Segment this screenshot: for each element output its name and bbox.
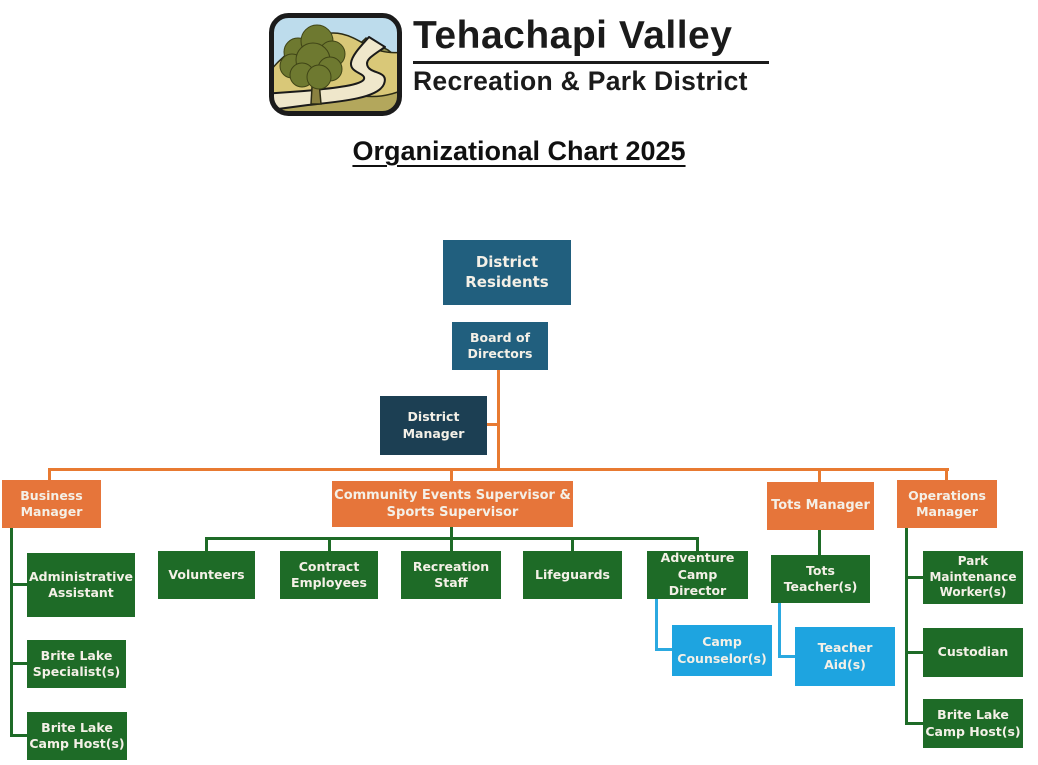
org-node-district-manager: District Manager — [380, 396, 487, 455]
org-node-contract-employees: Contract Employees — [280, 551, 378, 599]
connector-line — [450, 537, 453, 552]
org-node-lifeguards: Lifeguards — [523, 551, 622, 599]
org-name-line1: Tehachapi Valley — [413, 14, 733, 57]
connector-line — [905, 651, 924, 654]
connector-line — [905, 722, 924, 725]
org-node-adventure-camp-director: Adventure Camp Director — [647, 550, 748, 599]
connector-line — [945, 468, 948, 481]
connector-line — [450, 468, 453, 482]
org-node-business-manager: Business Manager — [2, 480, 101, 528]
org-node-brite-lake-camp-hosts-right: Brite Lake Camp Host(s) — [923, 699, 1023, 748]
org-name-divider — [413, 61, 769, 64]
org-node-teacher-aids: Teacher Aid(s) — [795, 627, 895, 686]
org-node-brite-lake-camp-hosts-left: Brite Lake Camp Host(s) — [27, 712, 127, 760]
org-node-volunteers: Volunteers — [158, 551, 255, 599]
org-node-community-events-supervisor: Community Events Supervisor & Sports Sup… — [332, 481, 573, 527]
org-node-custodian: Custodian — [923, 628, 1023, 677]
org-node-brite-lake-specialists: Brite Lake Specialist(s) — [27, 640, 126, 688]
connector-line — [818, 468, 821, 483]
org-node-administrative-assistant: Administrative Assistant — [27, 553, 135, 617]
connector-line — [571, 537, 574, 552]
org-name-block: Tehachapi Valley Recreation & Park Distr… — [413, 14, 783, 97]
org-node-district-residents: District Residents — [443, 240, 571, 305]
org-node-tots-manager: Tots Manager — [767, 482, 874, 530]
connector-line — [328, 537, 331, 552]
connector-line — [10, 734, 28, 737]
connector-line — [818, 530, 821, 556]
org-node-park-maintenance-workers: Park Maintenance Worker(s) — [923, 551, 1023, 604]
connector-line — [48, 468, 51, 481]
district-logo — [268, 12, 403, 117]
connector-line — [48, 468, 949, 471]
connector-line — [905, 576, 924, 579]
connector-line — [778, 655, 796, 658]
connector-line — [10, 662, 28, 665]
connector-line — [450, 527, 453, 540]
org-node-camp-counselors: Camp Counselor(s) — [672, 625, 772, 676]
page-title: Organizational Chart 2025 — [352, 136, 686, 166]
org-node-tots-teachers: Tots Teacher(s) — [771, 555, 870, 603]
connector-line — [655, 599, 658, 651]
connector-line — [778, 603, 781, 658]
connector-line — [10, 583, 28, 586]
connector-line — [497, 370, 500, 470]
connector-line — [696, 537, 699, 552]
connector-line — [487, 423, 499, 426]
org-node-board-of-directors: Board of Directors — [452, 322, 548, 370]
landscape-tree-road-logo-icon — [269, 13, 402, 116]
connector-line — [205, 537, 208, 552]
connector-line — [905, 528, 908, 724]
org-node-operations-manager: Operations Manager — [897, 480, 997, 528]
connector-line — [655, 648, 673, 651]
org-node-recreation-staff: Recreation Staff — [401, 551, 501, 599]
org-name-line2: Recreation & Park District — [413, 65, 748, 96]
connector-line — [10, 528, 13, 737]
